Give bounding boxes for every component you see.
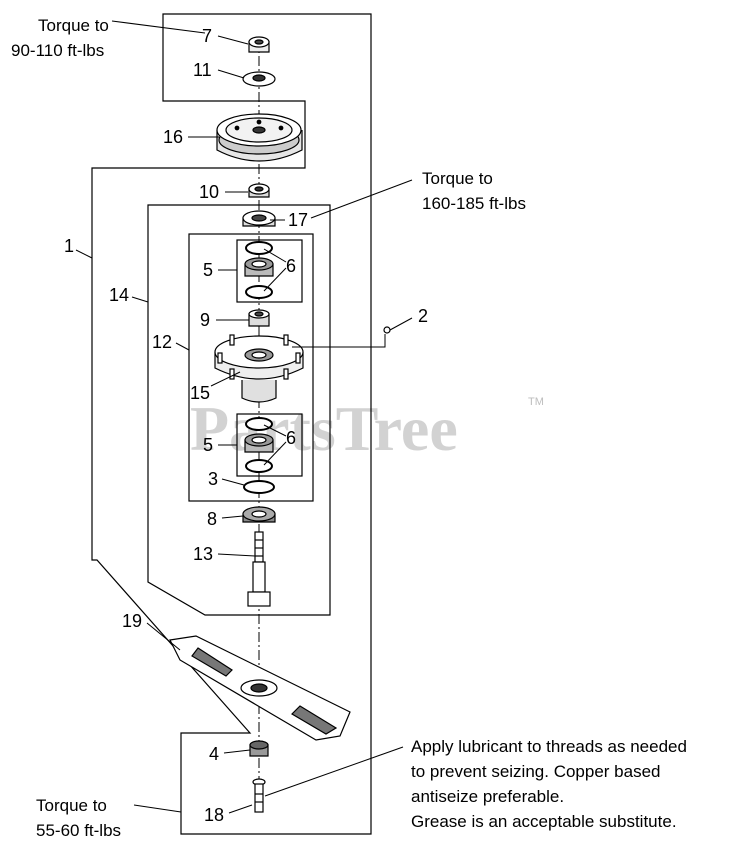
callout-17: 17: [288, 210, 308, 230]
callout-12: 12: [152, 332, 172, 352]
callout-5-lower: 5: [203, 435, 213, 455]
washer-11: [242, 71, 276, 87]
callout-13: 13: [193, 544, 213, 564]
callout-9: 9: [200, 310, 210, 330]
blade-19: [169, 635, 351, 741]
spacer-17: [242, 210, 276, 227]
spindle-shaft-13: [247, 531, 271, 607]
ring-3: [243, 480, 275, 494]
seal-6-upper-bottom: [245, 285, 273, 299]
assembly-box-12: [188, 233, 314, 502]
bearing-8: [242, 506, 276, 523]
nut-10: [248, 183, 270, 198]
callout-6-upper: 6: [286, 256, 296, 276]
seal-6-lower-bottom: [245, 459, 273, 473]
bearing-5-upper: [244, 257, 274, 277]
watermark-trademark: TM: [528, 396, 544, 408]
note-torque-bolt-line1: Torque to: [36, 796, 107, 815]
callout-18: 18: [204, 805, 224, 825]
seal-6-lower-top: [245, 417, 273, 431]
spindle-housing-15: [214, 334, 304, 403]
note-torque-spindle-line2: 160-185 ft-lbs: [422, 194, 526, 213]
callout-10: 10: [199, 182, 219, 202]
callout-8: 8: [207, 509, 217, 529]
bearing-5-lower: [244, 433, 274, 453]
callout-3: 3: [208, 469, 218, 489]
watermark: PartsTree: [190, 393, 458, 464]
pulley-16: [216, 113, 303, 162]
seal-6-upper-top: [245, 241, 273, 255]
callout-11: 11: [193, 60, 212, 80]
grease-fitting-2: [383, 326, 391, 334]
note-torque-bolt-line2: 55-60 ft-lbs: [36, 821, 121, 840]
callout-2: 2: [418, 306, 428, 326]
callout-15: 15: [190, 383, 210, 403]
bearing-box-upper: [236, 239, 303, 303]
callout-6-lower: 6: [286, 428, 296, 448]
callout-1: 1: [64, 236, 74, 256]
note-torque-spindle-line1: Torque to: [422, 169, 493, 188]
callout-4: 4: [209, 744, 219, 764]
callout-5-upper: 5: [203, 260, 213, 280]
callout-14: 14: [109, 285, 129, 305]
assembly-outline-14: [147, 204, 331, 616]
note-lubricant-line3: antiseize preferable.: [411, 787, 564, 806]
note-torque-nut-line2: 90-110 ft-lbs: [11, 41, 104, 60]
note-lubricant-line4: Grease is an acceptable substitute.: [411, 812, 677, 831]
note-lubricant-line2: to prevent seizing. Copper based: [411, 762, 661, 781]
note-lubricant-line1: Apply lubricant to threads as needed: [411, 737, 687, 756]
leader-lines: [75, 20, 413, 814]
callout-16: 16: [163, 127, 183, 147]
callout-19: 19: [122, 611, 142, 631]
note-torque-nut-line1: Torque to: [38, 16, 109, 35]
spacer-9: [248, 309, 270, 327]
nut-7: [248, 36, 270, 53]
assembly-outline-1: [91, 13, 372, 835]
bolt-18: [252, 778, 266, 813]
washer-4: [249, 740, 269, 757]
callout-7: 7: [202, 26, 212, 46]
